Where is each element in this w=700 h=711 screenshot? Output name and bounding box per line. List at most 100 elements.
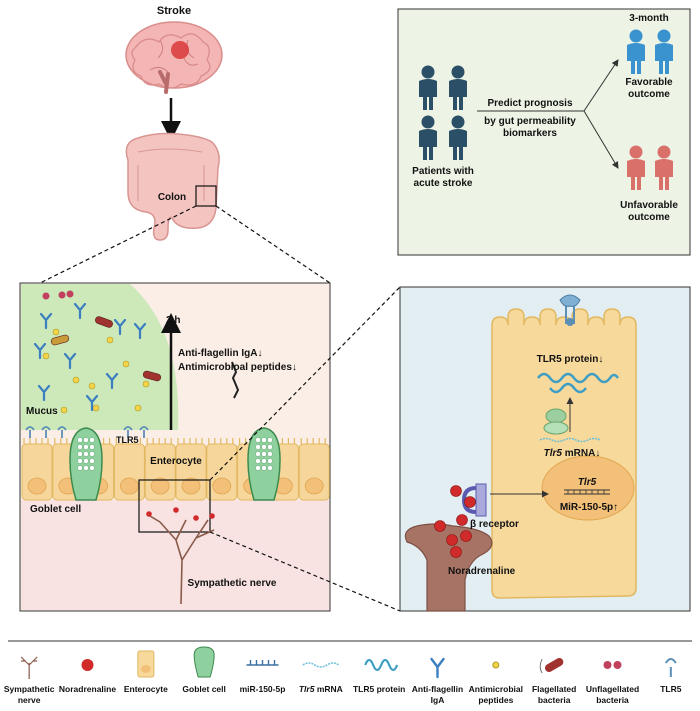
legend-label: Anti-flagellin	[412, 684, 463, 694]
unfavorable-line1: Unfavorable	[620, 200, 678, 211]
legend-label-line2: peptides	[478, 695, 513, 705]
zoom-line-right	[215, 205, 331, 284]
person-icon	[655, 145, 673, 190]
legend-item: Enterocyte	[124, 650, 168, 694]
enterocyte-label: Enterocyte	[150, 456, 202, 467]
antimicrobial-peptide-dot	[60, 406, 68, 414]
tlr5-receptor-icon	[25, 426, 35, 438]
antibody-icon	[430, 657, 445, 679]
noradrenaline-dot	[446, 534, 458, 546]
noradrenaline-dot	[193, 515, 199, 521]
antimicrobial-peptide-icon	[492, 661, 500, 669]
sympathetic-nerve-icon	[20, 656, 38, 679]
legend-label: Noradrenaline	[59, 684, 116, 694]
legend-item: miR-150-5p	[240, 660, 286, 694]
noradrenaline-dot	[434, 520, 446, 532]
tlr-label: TLR5	[116, 435, 139, 445]
patients-line2: acute stroke	[414, 178, 473, 189]
legend-label-line2: bacteria	[538, 695, 571, 705]
noradrenaline-dot	[146, 511, 152, 517]
legend-item: TLR5	[660, 658, 682, 694]
nerve-terminal	[404, 523, 493, 612]
enterocyte-icon	[137, 650, 155, 678]
zoom-line-left	[39, 205, 197, 284]
antimicrobial-peptide-dot	[92, 404, 100, 412]
goblet-cell-icon	[247, 427, 281, 501]
legend-label: Enterocyte	[124, 684, 168, 694]
mucus-layer	[21, 284, 179, 430]
legend-item: Noradrenaline	[59, 659, 116, 694]
antibody-icon	[63, 352, 77, 370]
legend-item: TLR5 protein	[353, 658, 405, 694]
goblet-cells	[69, 427, 281, 501]
predict-line2: by gut permeability	[484, 116, 576, 127]
colon-icon	[125, 132, 220, 241]
bacterium-icon	[50, 334, 70, 346]
noradrenaline-icon	[81, 659, 94, 671]
tlr5-receptor-icon	[57, 426, 67, 438]
antibody-icon	[133, 322, 147, 340]
legend-label-line2: nerve	[18, 695, 41, 705]
tlr5-mrna-icon	[539, 437, 601, 443]
antibody-icon	[39, 312, 53, 330]
person-icon	[419, 65, 437, 110]
antibody-icon	[37, 384, 51, 402]
enterocyte-cell	[206, 438, 238, 501]
noradrenaline-dots	[146, 507, 215, 521]
legend-label-line2: IgA	[431, 695, 445, 705]
tlr5-receptor-icon	[41, 426, 51, 438]
favorable-group-icon	[627, 29, 673, 74]
ribosome-icon	[543, 408, 569, 435]
mirna-icon	[246, 660, 279, 666]
sympathetic-nerve-icon	[149, 515, 215, 605]
antimicrobial-peptide-dot	[88, 382, 96, 390]
unfavorable-line2: outcome	[628, 212, 670, 223]
mir-label: MiR-150-5p↑	[560, 502, 618, 513]
tlr5-protein-icon	[537, 372, 620, 394]
noradrenaline-dot	[450, 546, 462, 558]
tlr5-mrna-label: Tlr5 mRNA↓	[544, 448, 601, 459]
arrow-to-unfavorable	[583, 110, 619, 169]
cell-panel	[399, 286, 691, 612]
legend-label-line2: bacteria	[596, 695, 629, 705]
mirna-duplex-icon	[564, 489, 610, 495]
noradrenaline-dot	[464, 496, 476, 508]
legend-label: Tlr5 mRNA	[299, 684, 343, 694]
favorable-line1: Favorable	[625, 77, 673, 88]
nucleus-gene-label: Tlr5	[578, 477, 597, 488]
legend-label: Unflagellated	[586, 684, 639, 694]
legend-label: Sympathetic	[4, 684, 55, 694]
cell-zoom-box	[138, 479, 211, 533]
noradrenaline-dot	[450, 485, 462, 497]
enterocyte-cell	[113, 438, 145, 501]
tlr5-icon	[664, 658, 677, 677]
enterocyte-cell	[21, 438, 53, 501]
tlr5-receptors	[25, 426, 149, 438]
antimicrobial-peptide-dot	[134, 404, 142, 412]
bacterium-icon	[95, 316, 113, 328]
peptides-label: Antimicrobioal peptides↓	[178, 362, 297, 373]
month-label: 3-month	[629, 13, 668, 24]
cell-zoom-line-bottom	[209, 531, 401, 612]
antimicrobial-peptide-dot	[142, 380, 150, 388]
legend-label: miR-150-5p	[240, 684, 286, 694]
person-icon	[449, 115, 467, 160]
goblet-cell-icon	[69, 427, 103, 501]
antibody-icon	[33, 342, 47, 360]
person-icon	[449, 65, 467, 110]
tlr5-receptor-icon	[559, 294, 581, 326]
person-icon	[655, 29, 673, 74]
noradrenaline-dot	[209, 513, 215, 519]
bacterium-icon	[142, 370, 162, 382]
tlr5-receptor-icon	[139, 426, 149, 438]
person-icon	[419, 115, 437, 160]
legend-item: Tlr5 mRNA	[299, 662, 343, 694]
noradrenaline-dot	[173, 507, 179, 513]
tlr5-protein-label: TLR5 protein↓	[537, 354, 604, 365]
nerve-label: Sympathetic nerve	[188, 578, 277, 589]
